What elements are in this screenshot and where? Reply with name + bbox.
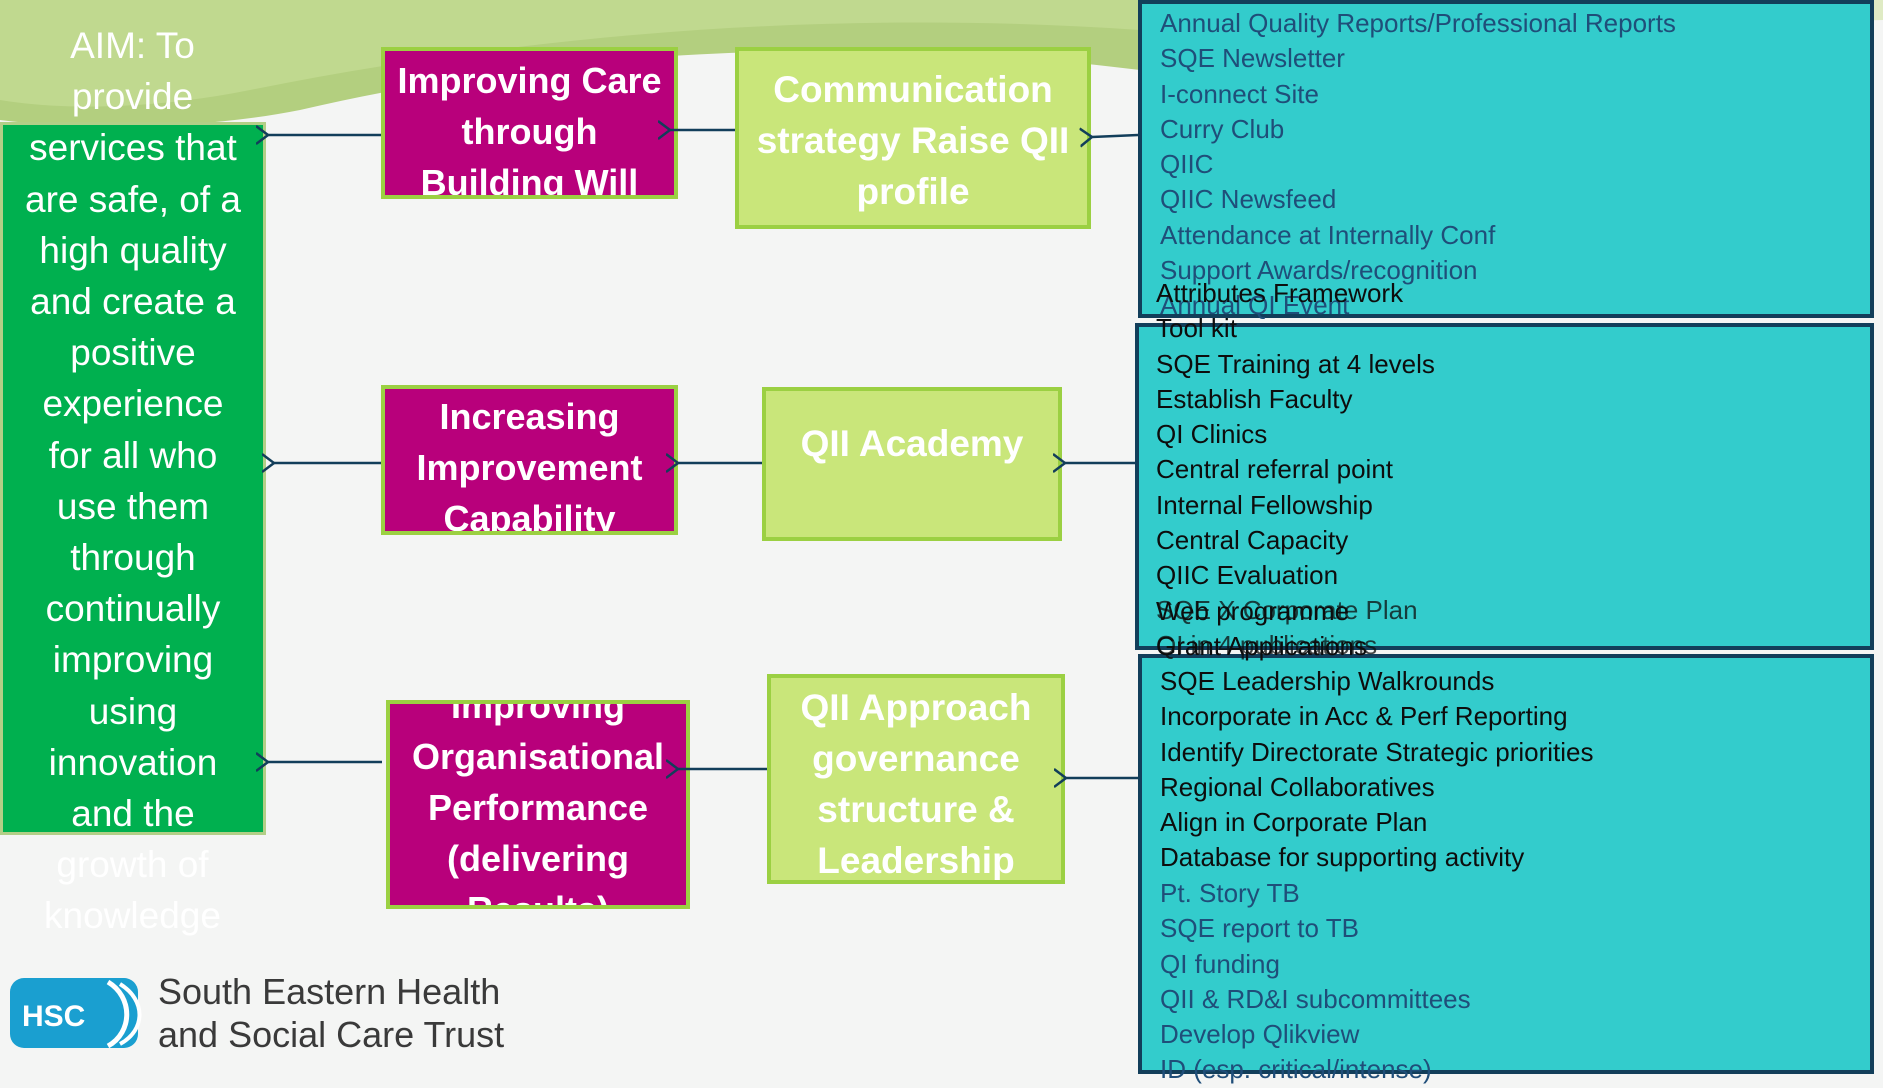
aim-line: experience [3,378,263,429]
aim-line: positive [3,327,263,378]
academy-item: QI Clinics [1156,417,1435,452]
aim-line: through [3,532,263,583]
approach-item: QI funding [1160,947,1471,982]
aim-line: provide [0,71,265,122]
aim-line: using [3,686,263,737]
aim-line: use them [3,481,263,532]
academy-item: Internal Fellowship [1156,488,1435,523]
aim-line: and create a [3,276,263,327]
academy-item: QIIC Evaluation [1156,558,1435,593]
academy-item: Central referral point [1156,452,1435,487]
academy-overlay-item: QI in 4 publications [1156,628,1418,663]
communication-item: QIIC [1160,147,1676,182]
approach-item: ID (esp. critical/intense) [1160,1052,1471,1087]
trust-name: South Eastern Health and Social Care Tru… [158,970,504,1056]
communication-item: Curry Club [1160,112,1676,147]
communication-item: Annual Quality Reports/Professional Repo… [1160,6,1676,41]
arrow-comm-to-driver [1092,135,1138,137]
aim-line: for all who [3,430,263,481]
approach-item: Incorporate in Acc & Perf Reporting [1160,699,1594,734]
academy-item: SQE Training at 4 levels [1156,347,1435,382]
outcome-improvement-capability: Increasing Improvement Capability [381,385,678,535]
approach-item: Develop Qlikview [1160,1017,1471,1052]
approach-item: SQE report to TB [1160,911,1471,946]
approach-item: Pt. Story TB [1160,876,1471,911]
academy-item: Tool kit [1156,311,1435,346]
aim-line: and the [3,788,263,835]
driver-communication-strategy: Communication strategy Raise QII profile [735,47,1091,229]
academy-item: Central Capacity [1156,523,1435,558]
communication-item: Attendance at Internally Conf [1160,218,1676,253]
communication-item: I-connect Site [1160,77,1676,112]
outcome-organisational-performance: Improving Organisational Performance (de… [386,700,690,909]
academy-item: Attributes Framework [1156,276,1435,311]
trust-name-line1: South Eastern Health [158,970,504,1013]
approach-item: Database for supporting activity [1160,840,1594,875]
driver-qii-academy: QII Academy [762,387,1062,541]
aim-line: continually [3,583,263,634]
outcome-building-will: Improving Care through Building Will [381,47,678,199]
communication-item: QIIC Newsfeed [1160,182,1676,217]
driver-qii-approach: QII Approach governance structure & Lead… [767,674,1065,884]
approach-item: Align in Corporate Plan [1160,805,1594,840]
academy-overlay-item: SQE X Corporate Plan [1156,593,1418,628]
approach-item: SQE Leadership Walkrounds [1160,664,1594,699]
approach-item: QII & RD&I subcommittees [1160,982,1471,1017]
hsc-logo-badge: HSC [22,1000,85,1033]
aim-line: AIM: To [0,20,265,71]
aim-line: are safe, of a [3,174,263,225]
trust-name-line2: and Social Care Trust [158,1013,504,1056]
approach-item: Regional Collaboratives [1160,770,1594,805]
aim-line: knowledge [0,890,265,941]
approach-item: Identify Directorate Strategic prioritie… [1160,735,1594,770]
aim-line: growth of [0,839,265,890]
communication-item: SQE Newsletter [1160,41,1676,76]
aim-line: improving [3,634,263,685]
aim-line: innovation [3,737,263,788]
aim-line: services that [3,122,263,173]
academy-item: Establish Faculty [1156,382,1435,417]
aim-line: high quality [3,225,263,276]
